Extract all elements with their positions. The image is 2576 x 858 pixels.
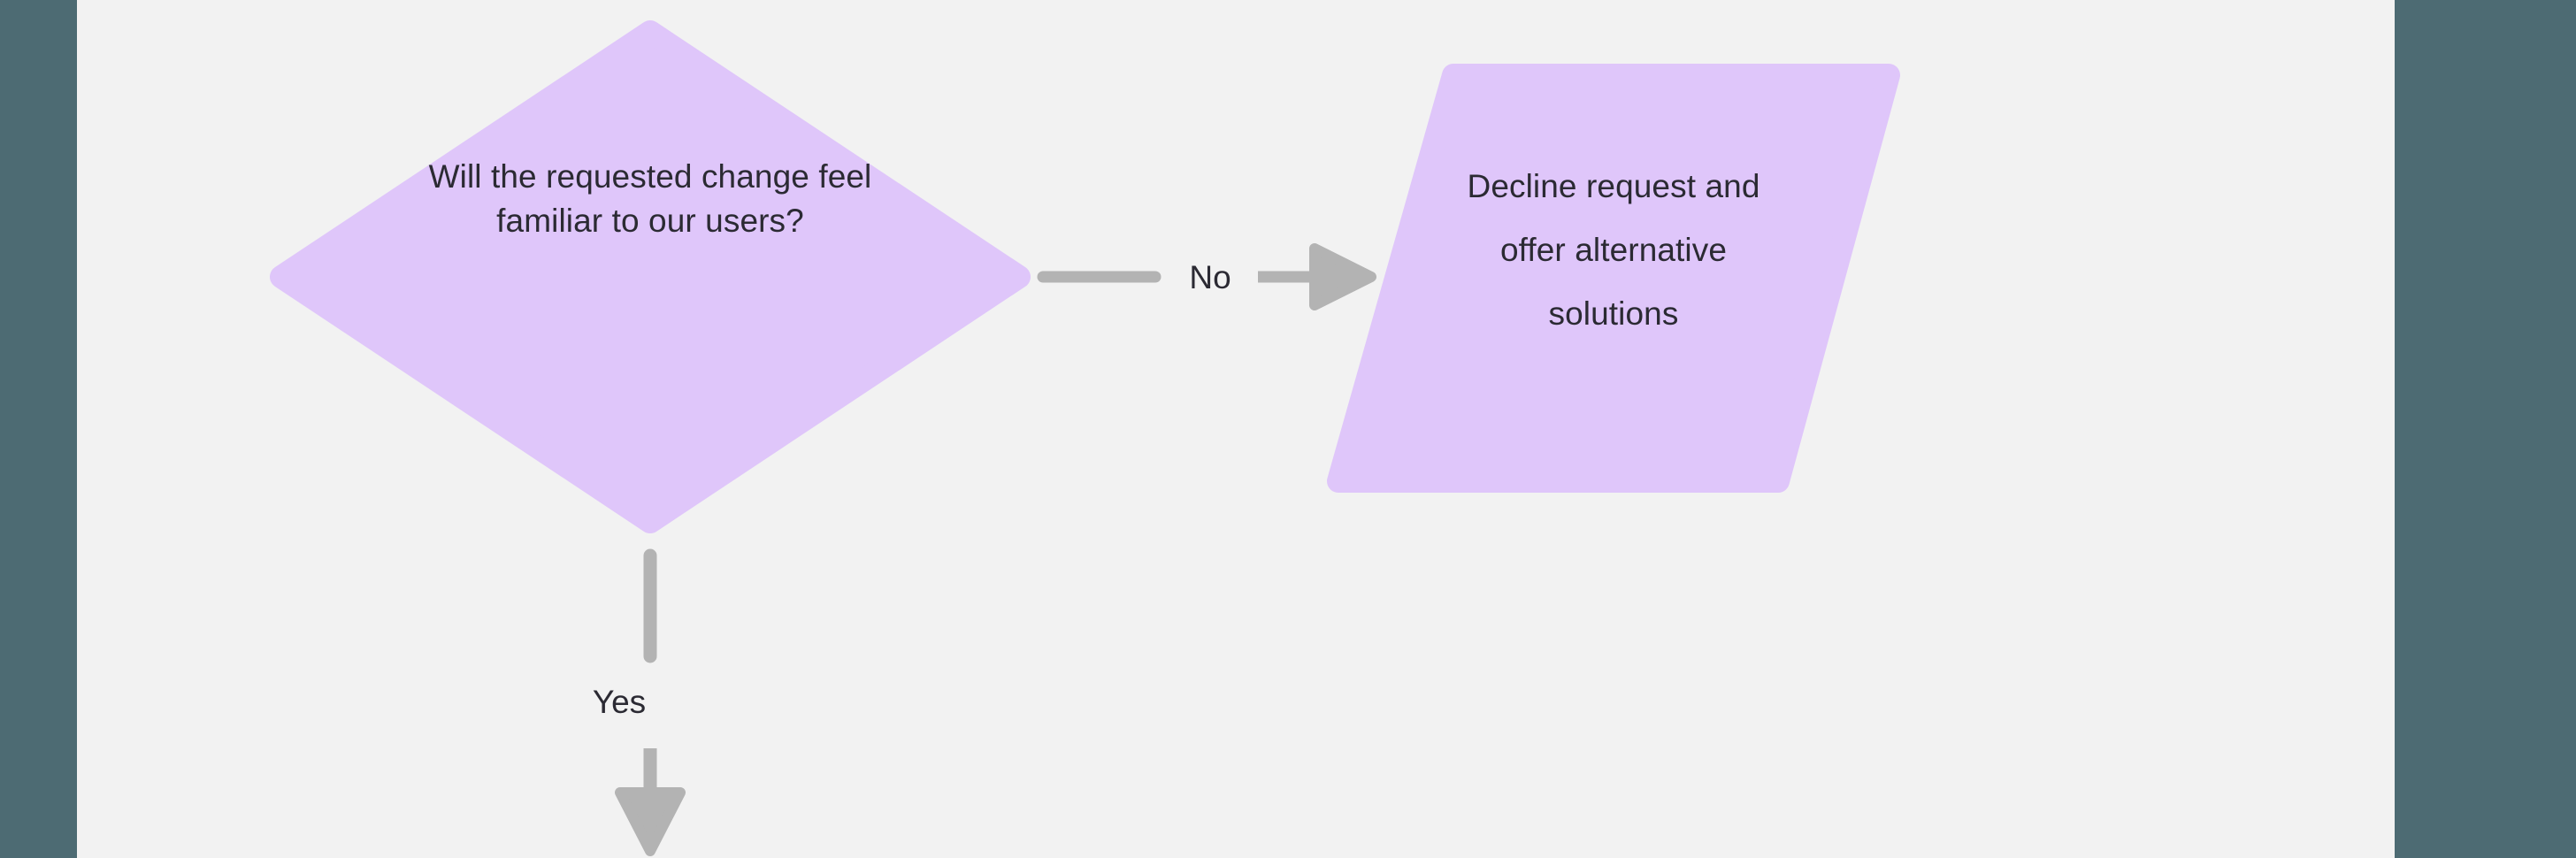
edge-no-arrowhead-icon xyxy=(1309,243,1376,310)
edge-label-yes: Yes xyxy=(592,684,647,720)
edge-label-no: No xyxy=(1189,259,1231,295)
right-side-band xyxy=(2395,0,2576,858)
decision-node-diamond[interactable] xyxy=(270,20,1031,533)
process-node-label: Decline request and offer alternative so… xyxy=(1467,168,1760,332)
edge-yes-arrowhead-icon xyxy=(615,787,686,856)
process-node-parallelogram[interactable] xyxy=(1327,64,1900,493)
decision-node-label: Will the requested change feel familiar … xyxy=(428,158,872,239)
left-side-band xyxy=(0,0,77,858)
